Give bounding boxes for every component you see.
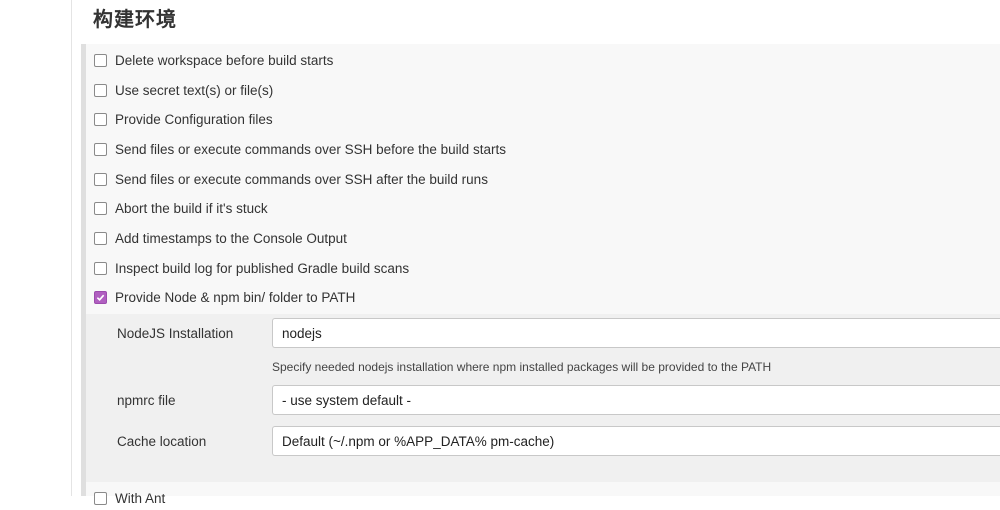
nodejs-installation-help: Specify needed nodejs installation where… (272, 360, 772, 374)
checkbox[interactable] (94, 172, 107, 186)
cache-location-field[interactable] (272, 426, 1000, 456)
option-label: Add timestamps to the Console Output (115, 230, 347, 246)
checkbox[interactable] (94, 83, 107, 97)
option-label: Abort the build if it's stuck (115, 200, 268, 216)
checkbox[interactable] (94, 491, 107, 505)
option-label: Delete workspace before build starts (115, 52, 334, 68)
option-add-timestamps[interactable]: Add timestamps to the Console Output (86, 226, 786, 250)
option-label: Provide Node & npm bin/ folder to PATH (115, 289, 356, 305)
cache-location-label: Cache location (117, 434, 207, 449)
checkbox[interactable] (94, 201, 107, 215)
option-gradle-build-scans[interactable]: Inspect build log for published Gradle b… (86, 256, 786, 280)
npmrc-file-label: npmrc file (117, 393, 176, 408)
checkbox[interactable] (94, 112, 107, 126)
npmrc-file-field[interactable] (272, 385, 1000, 415)
checkbox[interactable] (94, 231, 107, 245)
nodejs-installation-label: NodeJS Installation (117, 326, 234, 341)
option-ssh-before-build[interactable]: Send files or execute commands over SSH … (86, 137, 786, 161)
nodejs-installation-field[interactable] (272, 318, 1000, 348)
checkbox[interactable] (94, 142, 107, 156)
option-label: Use secret text(s) or file(s) (115, 82, 274, 98)
option-abort-if-stuck[interactable]: Abort the build if it's stuck (86, 196, 786, 220)
option-provide-node-npm[interactable]: Provide Node & npm bin/ folder to PATH (86, 285, 786, 309)
option-delete-workspace[interactable]: Delete workspace before build starts (86, 48, 786, 72)
option-label: Provide Configuration files (115, 111, 273, 127)
option-label: With Ant (115, 490, 166, 506)
job-config-main: 构建环境 Delete workspace before build start… (72, 0, 1000, 506)
checkbox[interactable] (94, 290, 107, 304)
option-with-ant[interactable]: With Ant (86, 486, 486, 510)
option-label: Inspect build log for published Gradle b… (115, 260, 410, 276)
left-side-panel (0, 0, 72, 496)
section-title: 构建环境 (93, 7, 177, 31)
option-label: Send files or execute commands over SSH … (115, 141, 506, 157)
node-config-panel: NodeJS Installation npmrc file Cache loc… (86, 314, 1000, 482)
option-secret-text[interactable]: Use secret text(s) or file(s) (86, 78, 786, 102)
checkbox[interactable] (94, 53, 107, 67)
option-ssh-after-build[interactable]: Send files or execute commands over SSH … (86, 167, 786, 191)
option-config-files[interactable]: Provide Configuration files (86, 107, 786, 131)
option-label: Send files or execute commands over SSH … (115, 171, 488, 187)
checkbox[interactable] (94, 261, 107, 275)
build-environment-options: Delete workspace before build starts Use… (81, 44, 1000, 506)
